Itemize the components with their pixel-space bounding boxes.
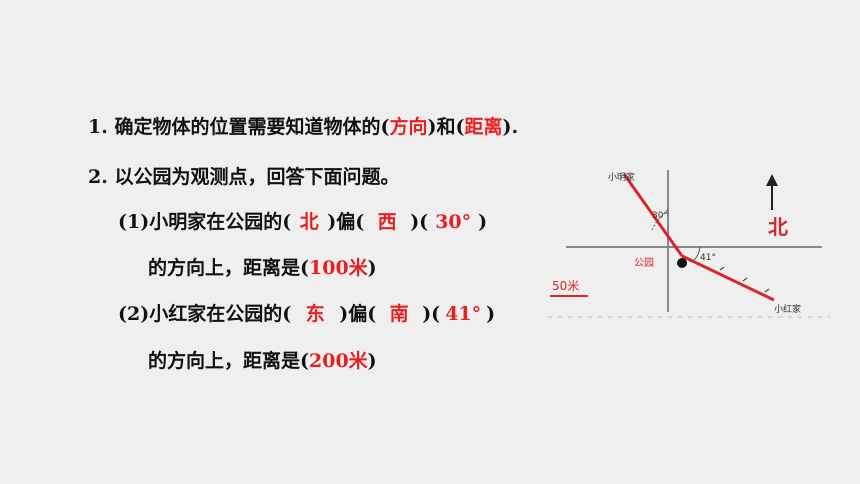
q2-p2-answer-dir1: 东 xyxy=(305,303,325,325)
label-angle-41: 41° xyxy=(700,253,716,263)
q2-p2-line2-b: ) xyxy=(367,350,377,372)
q1-answer-distance: 距离 xyxy=(464,116,503,138)
q1-text-b: )和( xyxy=(427,116,465,138)
q2-p1-answer-angle: 30° xyxy=(435,211,472,233)
question-1: 1. 确定物体的位置需要知道物体的(方向)和(距离). xyxy=(88,112,518,139)
angle-arc-41 xyxy=(689,246,701,263)
question-2-intro: 2. 以公园为观测点，回答下面问题。 xyxy=(88,166,400,188)
q2-part1-line1: (1)小明家在公园的( 北 )偏( 西 )( 30°) xyxy=(118,207,487,234)
scale-tick xyxy=(719,266,725,271)
q2-p2-text-a: (2)小红家在公园的( xyxy=(118,303,292,325)
q2-p1-answer-distance: 100米 xyxy=(309,257,368,279)
route-xiaoming xyxy=(622,173,684,257)
q2-p1-text-b: )偏( xyxy=(327,211,365,233)
location-map-diagram: 小明家 小红家 公园 30° 41° 北 50米 xyxy=(548,170,830,318)
q2-part1-line2: 的方向上，距离是(100米) xyxy=(148,253,377,280)
q2-p1-text-d: ) xyxy=(478,211,488,233)
q2-p2-answer-dir2: 南 xyxy=(389,303,409,325)
label-angle-30: 30° xyxy=(652,211,668,221)
label-xiaoming: 小明家 xyxy=(608,171,635,183)
scale-tick xyxy=(742,277,748,282)
q2-p2-text-b: )偏( xyxy=(339,303,377,325)
q2-p2-answer-angle: 41° xyxy=(445,303,482,325)
scale-label: 50米 xyxy=(552,279,579,293)
q2-p1-line2-b: ) xyxy=(367,257,377,279)
q2-p2-text-c: )( xyxy=(422,303,441,325)
label-xiaohong: 小红家 xyxy=(774,303,801,315)
q1-answer-direction: 方向 xyxy=(389,116,428,138)
park-point xyxy=(677,258,687,268)
q1-text-a: 1. 确定物体的位置需要知道物体的( xyxy=(88,116,390,138)
q2-p1-text-c: )( xyxy=(410,211,429,233)
q2-p2-text-d: ) xyxy=(486,303,496,325)
q2-part2-line1: (2)小红家在公园的( 东 )偏( 南 )(41°) xyxy=(118,299,495,326)
north-label: 北 xyxy=(768,215,788,239)
q2-p2-answer-distance: 200米 xyxy=(309,350,368,372)
north-arrow-icon xyxy=(766,174,778,186)
route-xiaohong xyxy=(681,254,775,302)
q2-part2-line2: 的方向上，距离是(200米) xyxy=(148,346,377,373)
q2-p1-answer-dir2: 西 xyxy=(377,211,397,233)
label-park: 公园 xyxy=(634,257,654,269)
q2-p1-answer-dir1: 北 xyxy=(299,211,319,233)
q2-p1-text-a: (1)小明家在公园的( xyxy=(118,211,292,233)
q1-text-c: ). xyxy=(502,116,519,138)
q2-p2-line2-a: 的方向上，距离是( xyxy=(148,350,309,372)
q2-p1-line2-a: 的方向上，距离是( xyxy=(148,257,309,279)
scale-tick xyxy=(764,288,770,293)
